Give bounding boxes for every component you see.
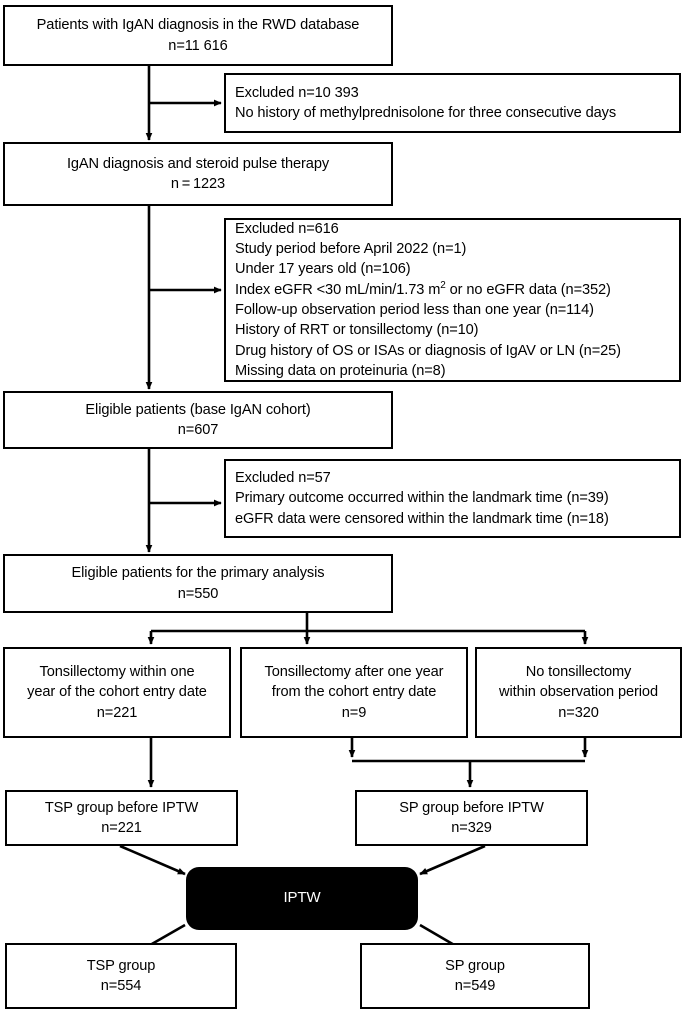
node-excluded-1: Excluded n=10 393 No history of methylpr… — [224, 73, 681, 133]
node-excluded-2-line6: History of RRT or tonsillectomy (n=10) — [235, 322, 479, 339]
node-iptw-label: IPTW — [283, 889, 321, 907]
node-excluded-2: Excluded n=616 Study period before April… — [224, 218, 681, 382]
node-steroid-pulse-line1: IgAN diagnosis and steroid pulse therapy — [66, 155, 330, 172]
node-tsp-group: TSP group n=554 — [5, 943, 237, 1009]
node-tonsillectomy-within-one-year-line1: Tonsillectomy within one — [39, 663, 195, 680]
node-excluded-2-line4-a: Index eGFR <30 mL/min/1.73 m — [235, 281, 441, 298]
node-tonsillectomy-after-one-year: Tonsillectomy after one year from the co… — [240, 647, 468, 738]
node-eligible-base: Eligible patients (base IgAN cohort) n=6… — [3, 391, 393, 449]
node-no-tonsillectomy-line3: n=320 — [558, 704, 599, 721]
node-tonsillectomy-within-one-year: Tonsillectomy within one year of the coh… — [3, 647, 231, 738]
node-tonsillectomy-after-one-year-line3: n=9 — [341, 704, 367, 721]
node-excluded-2-line5: Follow-up observation period less than o… — [235, 302, 594, 318]
node-eligible-base-line2: n=607 — [177, 422, 219, 438]
node-excluded-1-line1: Excluded n=10 393 — [235, 84, 359, 101]
node-excluded-3: Excluded n=57 Primary outcome occurred w… — [224, 459, 681, 538]
node-no-tonsillectomy-line2: within observation period — [499, 684, 658, 701]
node-steroid-pulse-line2: n = 1223 — [170, 176, 226, 192]
node-sp-before-iptw-line1: SP group before IPTW — [399, 799, 544, 816]
node-steroid-pulse: IgAN diagnosis and steroid pulse therapy… — [3, 142, 393, 206]
node-tonsillectomy-after-one-year-line2: from the cohort entry date — [271, 684, 437, 701]
node-source-cohort-line2: n=11 616 — [168, 37, 228, 54]
node-excluded-2-line4: Index eGFR <30 mL/min/1.73 m2 or no eGFR… — [235, 280, 611, 300]
node-tsp-before-iptw-line1: TSP group before IPTW — [44, 799, 199, 816]
node-tsp-group-line2: n=554 — [100, 978, 142, 994]
node-sp-before-iptw: SP group before IPTW n=329 — [355, 790, 588, 846]
node-excluded-2-line4-superscript: 2 — [440, 279, 446, 291]
node-excluded-2-line1: Excluded n=616 — [235, 220, 339, 237]
node-tsp-group-line1: TSP group — [86, 957, 156, 974]
node-excluded-3-line2: Primary outcome occurred within the land… — [235, 490, 609, 507]
node-excluded-2-line3: Under 17 years old (n=106) — [235, 261, 411, 278]
node-source-cohort: Patients with IgAN diagnosis in the RWD … — [3, 5, 393, 66]
node-eligible-primary-line1: Eligible patients for the primary analys… — [71, 565, 325, 581]
edge-tspbefore-to-iptw — [119, 844, 186, 876]
node-sp-before-iptw-line2: n=329 — [451, 820, 492, 836]
node-eligible-primary-line2: n=550 — [177, 585, 219, 602]
node-eligible-base-line1: Eligible patients (base IgAN cohort) — [85, 401, 311, 418]
node-excluded-1-line2: No history of methylprednisolone for thr… — [235, 105, 617, 121]
node-iptw: IPTW — [186, 867, 418, 930]
node-excluded-2-line4-b: or no eGFR data (n=352) — [445, 281, 611, 298]
node-no-tonsillectomy: No tonsillectomy within observation peri… — [475, 647, 682, 738]
node-excluded-2-line8: Missing data on proteinuria (n=8) — [235, 362, 446, 379]
node-excluded-2-line7: Drug history of OS or ISAs or diagnosis … — [235, 342, 621, 359]
node-tsp-before-iptw: TSP group before IPTW n=221 — [5, 790, 238, 846]
node-eligible-primary: Eligible patients for the primary analys… — [3, 554, 393, 613]
edge-spbefore-to-iptw — [419, 844, 486, 876]
node-sp-group-line2: n=549 — [454, 978, 496, 994]
node-tsp-before-iptw-line2: n=221 — [101, 820, 142, 836]
node-excluded-2-line2: Study period before April 2022 (n=1) — [235, 241, 467, 258]
node-tonsillectomy-within-one-year-line3: n=221 — [96, 704, 138, 721]
node-source-cohort-line1: Patients with IgAN diagnosis in the RWD … — [36, 17, 360, 33]
node-tonsillectomy-after-one-year-line1: Tonsillectomy after one year — [264, 663, 444, 680]
node-excluded-3-line3: eGFR data were censored within the landm… — [235, 510, 609, 527]
node-tonsillectomy-within-one-year-line2: year of the cohort entry date — [27, 684, 207, 701]
node-sp-group: SP group n=549 — [360, 943, 590, 1009]
node-excluded-3-line1: Excluded n=57 — [235, 470, 331, 487]
node-no-tonsillectomy-line1: No tonsillectomy — [525, 663, 632, 680]
node-sp-group-line1: SP group — [445, 957, 505, 974]
